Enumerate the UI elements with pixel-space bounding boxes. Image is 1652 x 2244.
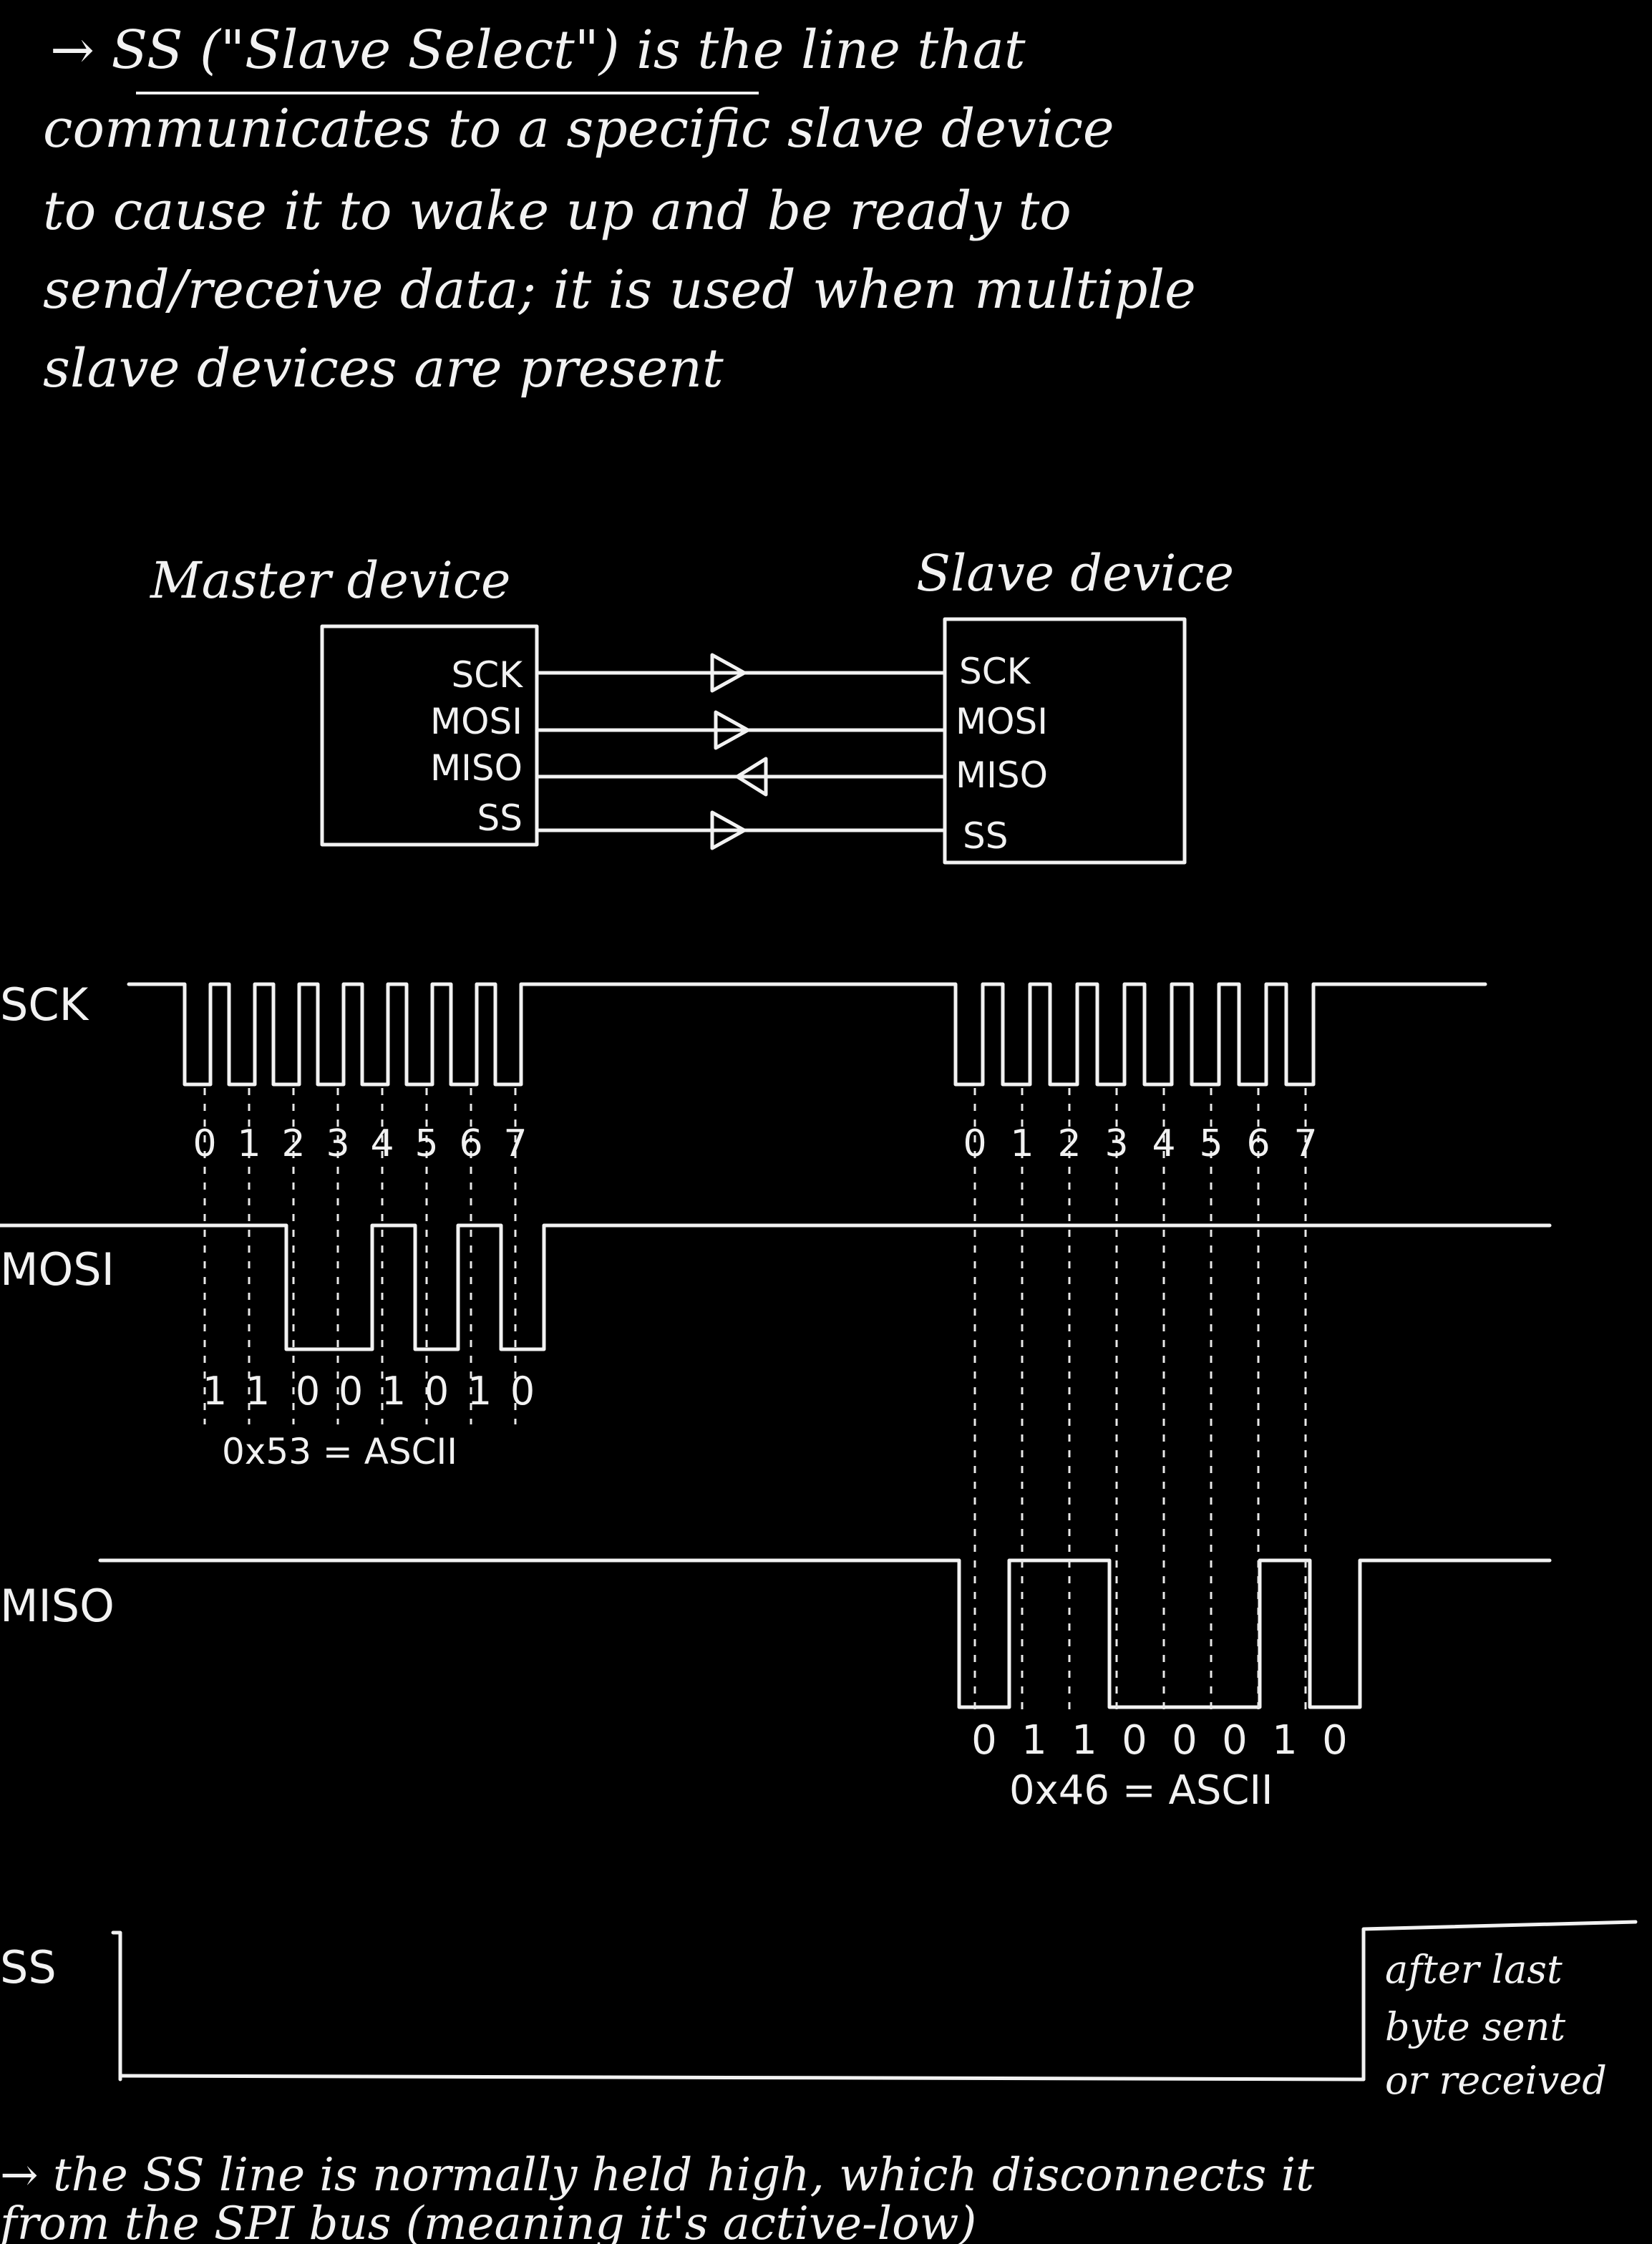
master-pin-ss: SS <box>477 797 523 839</box>
bit-index-label: 5 <box>414 1122 438 1165</box>
after-last-line: or received <box>1385 2058 1607 2103</box>
bit-index-label: 1 <box>1010 1122 1034 1165</box>
miso-bit-value: 0 <box>1122 1717 1147 1764</box>
mosi-bit-value: 0 <box>424 1369 449 1414</box>
bit-index-label: 6 <box>459 1122 482 1165</box>
after-last-bracket <box>1361 1920 1638 2082</box>
miso-bit-value: 0 <box>1222 1717 1248 1764</box>
master-device-box <box>320 624 539 847</box>
master-pin-miso: MISO <box>430 747 523 789</box>
note-line: communicates to a specific slave device <box>43 98 1114 160</box>
bit-index-label: 2 <box>1057 1122 1081 1165</box>
bit-index-label: 6 <box>1246 1122 1270 1165</box>
bottom-note-line: → the SS line is normally held high, whi… <box>0 2149 1314 2202</box>
note-line: to cause it to wake up and be ready to <box>43 180 1072 242</box>
note-line: send/receive data; it is used when multi… <box>43 259 1196 321</box>
master-pin-sck: SCK <box>452 654 524 696</box>
slave-title: Slave device <box>916 544 1234 603</box>
slave-pin-mosi: MOSI <box>956 701 1048 742</box>
arrow-left-icon <box>735 757 768 797</box>
mosi-bit-value: 1 <box>203 1369 227 1414</box>
miso-bit-value: 1 <box>1072 1717 1097 1764</box>
bottom-note: → the SS line is normally held high, whi… <box>0 2149 1314 2244</box>
bit-index-label: 0 <box>193 1122 216 1165</box>
mosi-bit-value: 1 <box>246 1369 270 1414</box>
after-last-line: byte sent <box>1385 2004 1565 2049</box>
miso-bit-value: 0 <box>1172 1717 1197 1764</box>
note-line: → SS ("Slave Select") is the line that <box>50 19 1026 81</box>
mosi-signal-label: MOSI <box>0 1243 115 1296</box>
bit-index-label: 3 <box>326 1122 349 1165</box>
bit-index-label: 4 <box>1152 1122 1175 1165</box>
after-last-line: after last <box>1385 1947 1563 1992</box>
mosi-bit-value: 0 <box>339 1369 363 1414</box>
ss-falling-edge <box>111 1930 122 2082</box>
ss-waveform <box>118 1930 1366 2082</box>
arrow-right-icon <box>710 653 747 693</box>
arrow-right-icon <box>714 710 750 750</box>
bit-index-label: 7 <box>1293 1122 1317 1165</box>
bit-index-label: 4 <box>370 1122 394 1165</box>
bit-index-label: 7 <box>503 1122 527 1165</box>
master-title: Master device <box>149 551 510 610</box>
slave-device-box <box>943 617 1187 865</box>
miso-byte-label: 0x46 = ASCII <box>1009 1767 1273 1814</box>
mosi-byte-label: 0x53 = ASCII <box>222 1431 457 1472</box>
miso-bit-value: 0 <box>971 1717 997 1764</box>
mosi-bit-value: 0 <box>510 1369 535 1414</box>
slave-pin-miso: MISO <box>956 754 1048 796</box>
arrow-right-icon <box>710 810 747 850</box>
ss-signal-label: SS <box>0 1941 57 1993</box>
mosi-waveform <box>0 1223 1552 1351</box>
bit-index-label: 5 <box>1199 1122 1223 1165</box>
mosi-bit-value: 0 <box>296 1369 320 1414</box>
bit-index-label: 0 <box>963 1122 986 1165</box>
block-diagram: Master device Slave device SCK MOSI MISO… <box>149 544 1234 865</box>
bit-index-label: 2 <box>281 1122 305 1165</box>
bit-index-label: 1 <box>237 1122 261 1165</box>
master-pin-mosi: MOSI <box>430 701 523 742</box>
bit-index-label: 3 <box>1104 1122 1128 1165</box>
miso-bit-value: 0 <box>1322 1717 1348 1764</box>
miso-bit-value: 1 <box>1272 1717 1298 1764</box>
miso-bit-value: 1 <box>1021 1717 1047 1764</box>
mosi-bit-value: 1 <box>467 1369 492 1414</box>
sck-waveform <box>127 982 1487 1087</box>
slave-pin-ss: SS <box>963 815 1008 857</box>
bottom-note-line: from the SPI bus (meaning it's active-lo… <box>0 2197 976 2244</box>
after-last-note: after last byte sent or received <box>1361 1920 1638 2103</box>
timing-guides <box>203 1088 1307 1714</box>
mosi-bit-value: 1 <box>382 1369 406 1414</box>
sck-signal-label: SCK <box>0 978 89 1031</box>
miso-signal-label: MISO <box>0 1580 115 1632</box>
note-line: slave devices are present <box>43 338 724 399</box>
top-note: → SS ("Slave Select") is the line that c… <box>43 19 1196 399</box>
slave-pin-sck: SCK <box>959 651 1031 692</box>
miso-waveform <box>98 1558 1552 1709</box>
